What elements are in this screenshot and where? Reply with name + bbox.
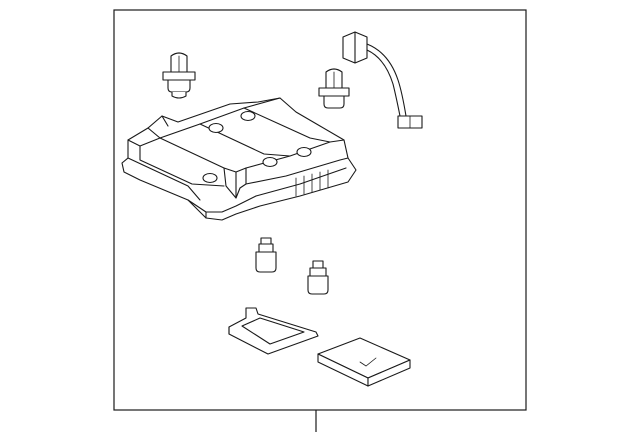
bulb-socket-top-left	[162, 52, 196, 99]
console-housing	[121, 97, 357, 221]
wiring-harness	[342, 31, 423, 129]
bulb-right	[307, 260, 329, 295]
bulb-socket-top-right	[318, 68, 350, 109]
diagram-frame	[113, 9, 527, 411]
bulb-left	[255, 237, 277, 273]
lens-frame	[228, 307, 319, 355]
lens-cover	[317, 337, 411, 387]
